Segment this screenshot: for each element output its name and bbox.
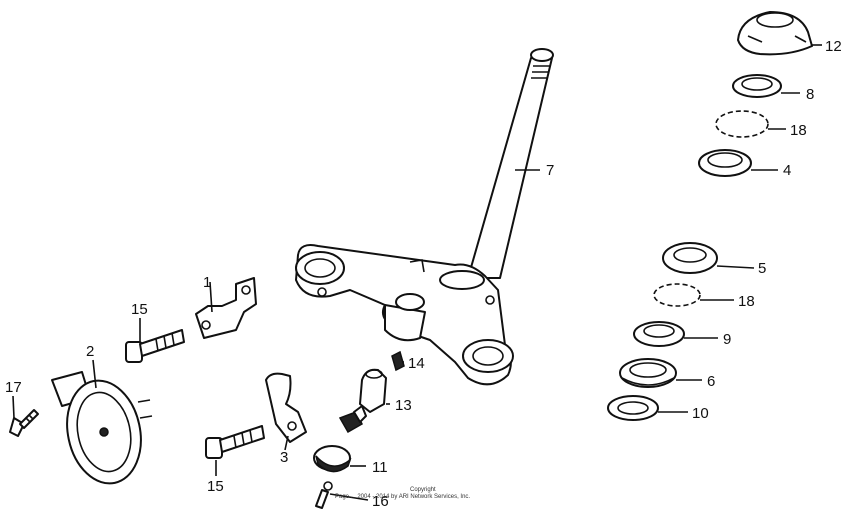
callout-8: 8: [806, 86, 814, 103]
bottom-cone-race-part: [633, 321, 685, 347]
steel-balls-upper-part: [715, 110, 769, 138]
callout-6: 6: [707, 373, 715, 390]
callout-15b: 15: [207, 478, 224, 495]
steering-stem-part: [295, 48, 554, 386]
callout-9: 9: [723, 331, 731, 348]
cylinder-cap-part: [313, 445, 352, 473]
top-cone-race-part: [732, 74, 782, 98]
horn-bolt-part: [9, 409, 39, 437]
horn-bracket-part: [195, 277, 257, 339]
steel-balls-lower-part: [653, 283, 701, 307]
leader-2: [92, 359, 97, 389]
steering-lock-part: [338, 368, 387, 434]
callout-5: 5: [758, 260, 766, 277]
washer-part: [607, 395, 659, 421]
callout-3: 3: [280, 449, 288, 466]
callout-7: 7: [546, 162, 554, 179]
flange-bolt-upper-part: [125, 329, 185, 363]
callout-18b: 18: [738, 293, 755, 310]
copyright-notice: Copyright Page ... 2004 - 2014 by ARI Ne…: [335, 487, 470, 500]
leader-16: [329, 493, 369, 501]
screw-part: [315, 481, 333, 509]
callouts: 1 2 3 4 5 6 7 8 9 10 11 12 13 14 15 15 1…: [5, 38, 842, 510]
callout-13: 13: [395, 397, 412, 414]
flange-bolt-lower-part: [205, 425, 265, 459]
callout-17: 17: [5, 379, 22, 396]
leader-1: [209, 281, 213, 313]
dust-seal-part: [619, 358, 677, 388]
callout-16: 16: [372, 493, 389, 510]
leader-5: [716, 265, 755, 269]
spring-pin-part: [391, 350, 405, 372]
bottom-ball-race-part: [662, 242, 718, 274]
callout-11: 11: [372, 459, 388, 476]
callout-1: 1: [203, 274, 211, 291]
leader-3: [284, 435, 289, 451]
callout-2: 2: [86, 343, 94, 360]
horn-part: [51, 371, 153, 485]
cylinder-bracket-part: [265, 372, 307, 443]
bearing-cap-part: [737, 11, 813, 56]
callout-18a: 18: [790, 122, 807, 139]
callout-12: 12: [825, 38, 842, 55]
top-ball-race-part: [698, 149, 752, 177]
leader-lines: [12, 44, 822, 501]
callout-4: 4: [783, 162, 791, 179]
callout-14: 14: [408, 355, 425, 372]
copyright-line-2: Page ... 2004 - 2014 by ARI Network Serv…: [335, 494, 470, 500]
copyright-line-1: Copyright: [410, 487, 436, 493]
callout-15a: 15: [131, 301, 148, 318]
callout-10: 10: [692, 405, 709, 422]
leader-17: [12, 395, 15, 419]
